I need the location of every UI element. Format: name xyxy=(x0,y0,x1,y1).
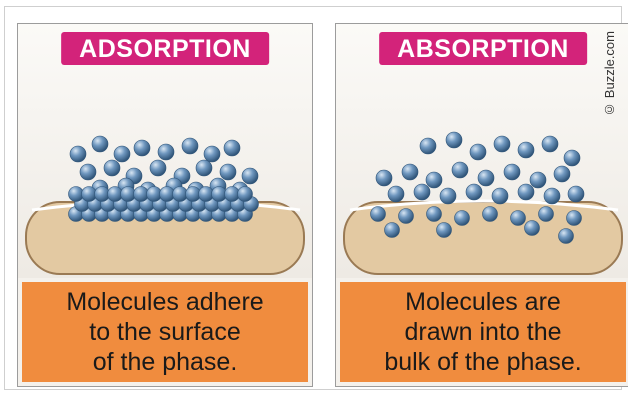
molecule xyxy=(518,184,534,200)
caption-line: drawn into the xyxy=(384,317,581,347)
molecule xyxy=(478,170,494,186)
molecule xyxy=(385,223,400,238)
molecule xyxy=(455,211,470,226)
molecule xyxy=(70,146,86,162)
molecule xyxy=(204,146,220,162)
molecule xyxy=(492,188,508,204)
molecule xyxy=(182,138,198,154)
molecule xyxy=(518,142,534,158)
molecule xyxy=(452,162,468,178)
molecule xyxy=(530,172,546,188)
caption-line: Molecules adhere xyxy=(66,287,263,317)
molecule xyxy=(92,136,108,152)
molecule xyxy=(542,136,558,152)
molecule xyxy=(376,170,392,186)
molecule xyxy=(220,164,236,180)
caption-line: Molecules are xyxy=(384,287,581,317)
molecule xyxy=(134,140,150,156)
molecule xyxy=(104,160,120,176)
molecule xyxy=(150,160,166,176)
adsorption-title: ADSORPTION xyxy=(61,32,269,65)
molecule xyxy=(568,186,584,202)
adsorption-illustration xyxy=(18,68,313,278)
molecule xyxy=(559,229,574,244)
molecule xyxy=(196,160,212,176)
figure-frame: ADSORPTION Molecules adhere to the surfa… xyxy=(4,6,622,390)
absorption-caption: Molecules are drawn into the bulk of the… xyxy=(340,282,626,382)
molecule xyxy=(402,164,418,180)
molecule xyxy=(426,172,442,188)
molecule xyxy=(466,184,482,200)
adsorption-panel: ADSORPTION Molecules adhere to the surfa… xyxy=(17,23,313,387)
molecule xyxy=(80,164,96,180)
molecule xyxy=(544,188,560,204)
absorption-title: ABSORPTION xyxy=(379,32,587,65)
caption-line: of the phase. xyxy=(66,347,263,377)
molecule xyxy=(388,186,404,202)
molecule xyxy=(440,188,456,204)
molecule xyxy=(525,221,540,236)
molecule xyxy=(494,136,510,152)
molecule xyxy=(399,209,414,224)
caption-line: bulk of the phase. xyxy=(384,347,581,377)
absorption-panel: ABSORPTION Molecules are drawn into the … xyxy=(335,23,628,387)
molecule xyxy=(371,207,386,222)
molecule xyxy=(504,164,520,180)
absorption-illustration xyxy=(336,68,628,278)
molecule xyxy=(420,138,436,154)
caption-line: to the surface xyxy=(66,317,263,347)
credit-text: © Buzzle.com xyxy=(602,31,617,117)
molecule xyxy=(414,184,430,200)
molecule xyxy=(427,207,442,222)
molecule xyxy=(437,223,452,238)
molecule xyxy=(224,140,240,156)
molecule xyxy=(242,168,258,184)
adsorption-caption: Molecules adhere to the surface of the p… xyxy=(22,282,308,382)
molecule xyxy=(564,150,580,166)
molecule xyxy=(567,211,582,226)
molecule xyxy=(158,144,174,160)
molecule xyxy=(238,187,253,202)
molecule xyxy=(470,144,486,160)
molecule xyxy=(483,207,498,222)
molecule xyxy=(446,132,462,148)
molecule xyxy=(114,146,130,162)
molecule xyxy=(554,166,570,182)
molecule xyxy=(511,211,526,226)
molecule xyxy=(539,207,554,222)
